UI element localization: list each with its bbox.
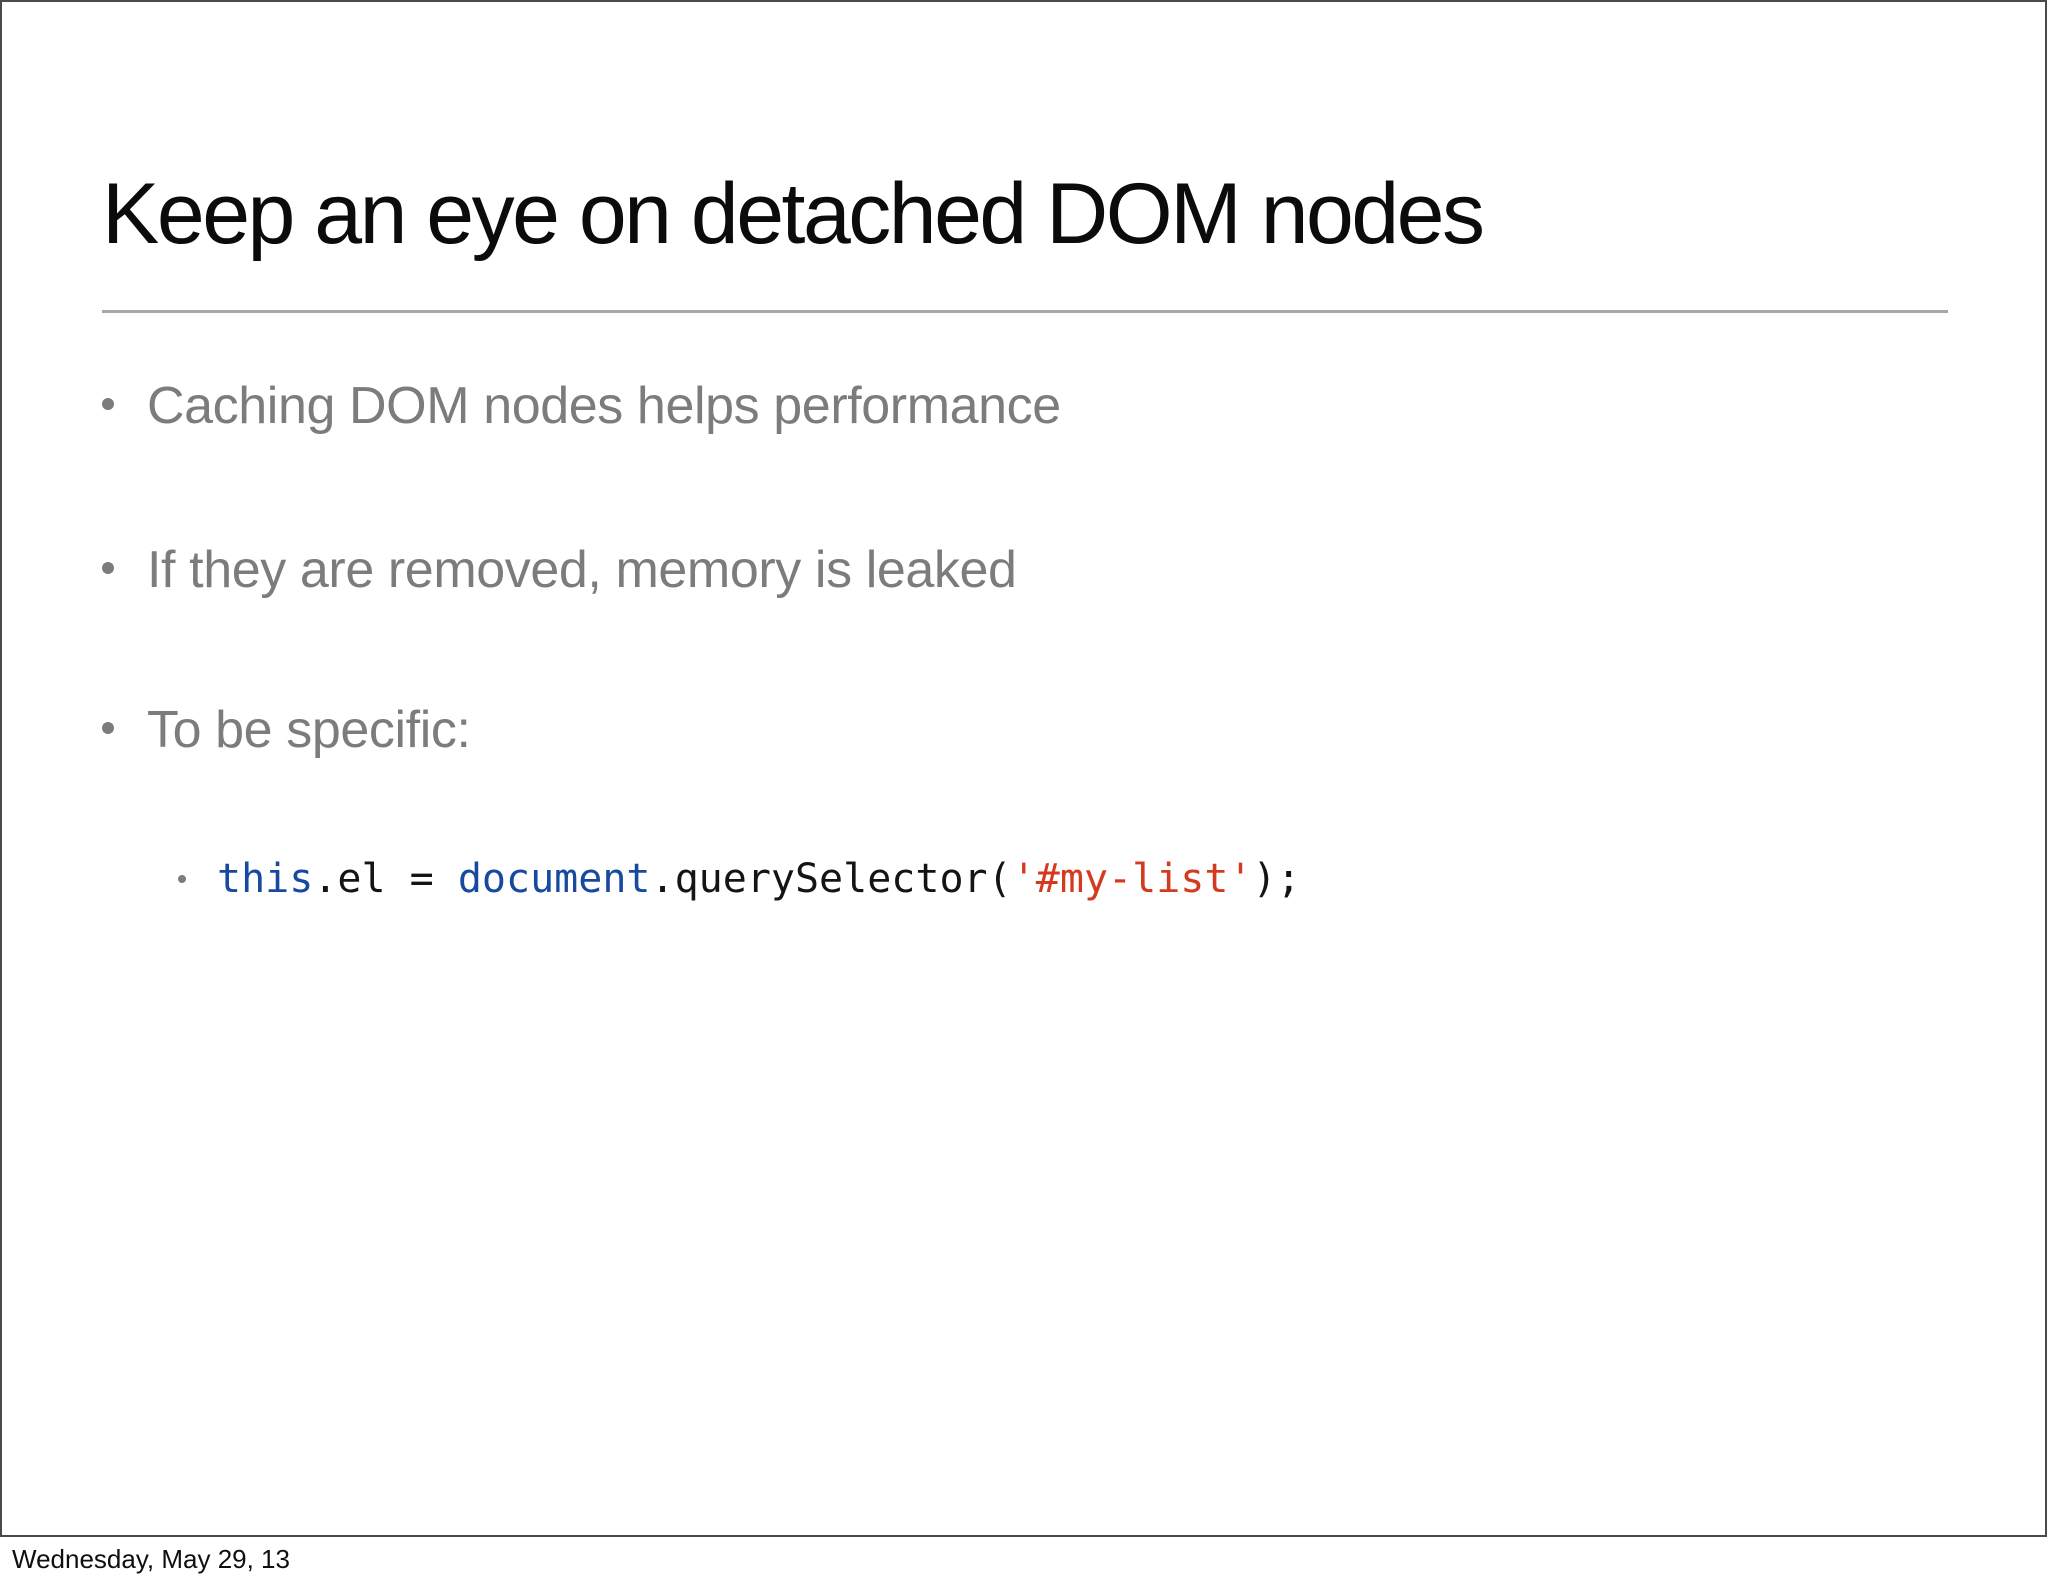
slide-title: Keep an eye on detached DOM nodes [102, 166, 1485, 262]
bullet-item: Caching DOM nodes helps performance [102, 378, 1061, 434]
code-token-string: '#my-list' [1011, 856, 1253, 902]
bullet-item: If they are removed, memory is leaked [102, 542, 1017, 598]
slide: Keep an eye on detached DOM nodes Cachin… [0, 0, 2047, 1537]
bullet-dot-icon [102, 722, 114, 734]
bullet-dot-icon [102, 398, 114, 410]
code-line: this.el = document.querySelector('#my-li… [217, 854, 1301, 904]
bullet-item: To be specific: [102, 702, 471, 758]
code-token-plain: ); [1252, 856, 1301, 902]
code-token-keyword: document [457, 856, 651, 902]
sub-bullet-dot-icon [178, 875, 186, 883]
code-bullet-item: this.el = document.querySelector('#my-li… [178, 854, 1301, 904]
code-token-keyword: this [217, 856, 314, 902]
bullet-text: To be specific: [147, 701, 471, 759]
code-token-plain: .querySelector( [650, 856, 1012, 902]
title-divider [102, 310, 1948, 313]
code-token-plain: .el = [313, 856, 458, 902]
footer-date: Wednesday, May 29, 13 [12, 1544, 290, 1574]
bullet-text: Caching DOM nodes helps performance [147, 377, 1061, 435]
bullet-dot-icon [102, 562, 114, 574]
bullet-text: If they are removed, memory is leaked [147, 541, 1017, 599]
